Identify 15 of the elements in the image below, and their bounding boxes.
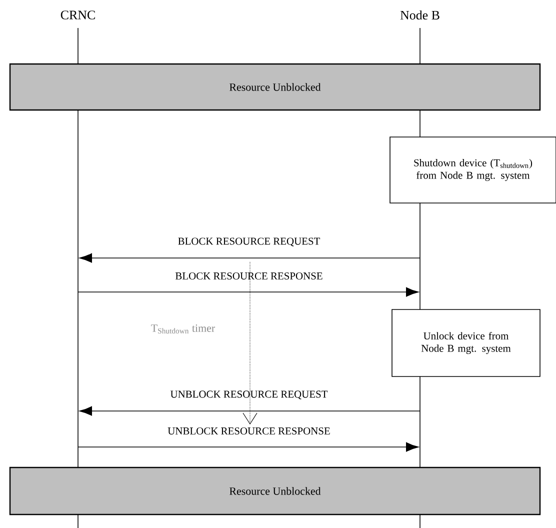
message-arrow (79, 406, 420, 416)
message-label: BLOCK RESOURCE RESPONSE (175, 272, 322, 280)
state-band: Resource Unblocked (9, 63, 541, 111)
message-label: BLOCK RESOURCE REQUEST (178, 238, 320, 246)
lifeline-header: Node B (400, 10, 440, 20)
message-label: UNBLOCK RESOURCE REQUEST (170, 390, 328, 400)
message-arrow (78, 287, 419, 297)
message-label: UNBLOCK RESOURCE RESPONSE (168, 427, 330, 435)
message-arrow (79, 253, 420, 263)
action-box: Shutdown device (T$_{shutdown}$) from Node B mgt. system (390, 136, 556, 204)
message-arrow (78, 442, 419, 452)
state-band: Resource Unblocked (9, 466, 541, 516)
lifeline-header: CRNC (60, 10, 95, 20)
timer-label: T$_{Shutdown}$ timer (151, 324, 215, 334)
action-box: Unlock device from Node B mgt. system (392, 309, 540, 377)
